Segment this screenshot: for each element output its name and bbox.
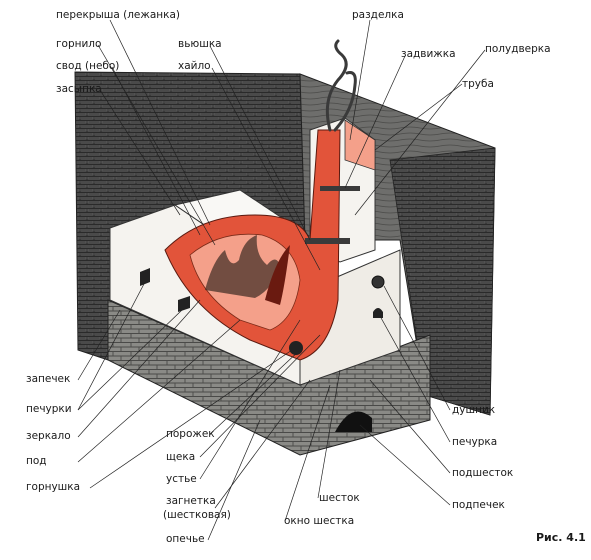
label-okno-shestka: окно шестка bbox=[284, 515, 355, 527]
label-poludverka: полудверка bbox=[485, 43, 551, 55]
dushnik-hole bbox=[371, 275, 385, 289]
leader-line-perekrysha bbox=[109, 19, 211, 226]
leader-line-podpechek bbox=[359, 424, 451, 506]
label-khaylo: хайло bbox=[178, 60, 211, 72]
leader-line-gornushka bbox=[89, 349, 293, 489]
leader-line-zadvizhka bbox=[344, 55, 406, 189]
leader-line-gornilo bbox=[97, 44, 216, 246]
label-zasypka: засыпка bbox=[56, 83, 102, 95]
label-scheka: щека bbox=[166, 451, 196, 463]
figure-caption: Рис. 4.1 bbox=[536, 531, 586, 544]
smoke-curl bbox=[325, 39, 357, 132]
leader-line-pechurki bbox=[77, 281, 146, 411]
label-opechye: опечье bbox=[166, 533, 205, 545]
leader-line-ustye bbox=[199, 319, 301, 480]
leader-line-svod bbox=[111, 66, 201, 236]
label-truba: труба bbox=[462, 78, 494, 90]
leader-line-zasypka bbox=[99, 89, 181, 216]
label-pod: под bbox=[26, 455, 47, 467]
leader-line-pechurki2 bbox=[77, 309, 183, 411]
label-razdelka: разделка bbox=[352, 9, 404, 21]
razdelka-block bbox=[344, 119, 376, 171]
label-gornilo: горнило bbox=[56, 38, 102, 50]
leader-line-scheka bbox=[199, 334, 321, 458]
back-wall-right-bricks bbox=[389, 147, 496, 416]
vyushka-bar bbox=[305, 238, 350, 244]
podpechek-arch bbox=[335, 411, 372, 432]
label-zapechek: запечек bbox=[26, 373, 71, 385]
leader-line-zerkalo bbox=[77, 299, 201, 438]
label-zagnetka-2: (шестковая) bbox=[163, 509, 231, 521]
leader-line-podshestok bbox=[369, 379, 451, 474]
leader-line-opechye bbox=[207, 419, 261, 541]
label-perekrysha: перекрыша (лежанка) bbox=[56, 9, 181, 21]
leader-line-dushnik bbox=[383, 285, 451, 411]
label-pechurka: печурка bbox=[452, 436, 498, 448]
pechurki-hole-1 bbox=[140, 268, 150, 286]
label-ustye: устье bbox=[166, 473, 197, 485]
leader-line-razdelka bbox=[349, 19, 371, 141]
leader-line-zapechek bbox=[77, 309, 121, 381]
label-svod: свод (небо) bbox=[56, 60, 120, 72]
leader-line-okno bbox=[284, 384, 331, 522]
firebox-flames bbox=[205, 235, 279, 298]
leader-line-truba bbox=[374, 83, 463, 151]
label-vyushka: вьюшка bbox=[178, 38, 222, 50]
leader-line-pechurka bbox=[379, 315, 451, 443]
label-podshestok: подшесток bbox=[452, 467, 514, 479]
label-zadvizhka: задвижка bbox=[401, 48, 456, 60]
label-zerkalo: зеркало bbox=[26, 430, 71, 442]
pechurka-hole bbox=[373, 308, 383, 318]
firebox-dark bbox=[265, 245, 290, 305]
leader-line-poludverka bbox=[354, 49, 486, 216]
leader-lines bbox=[77, 19, 486, 541]
leader-line-shestok bbox=[317, 369, 341, 499]
label-shestok: шесток bbox=[319, 492, 360, 504]
label-gornushka: горнушка bbox=[26, 481, 81, 493]
leader-line-vyushka bbox=[209, 45, 311, 241]
leader-line-khaylo bbox=[211, 67, 321, 271]
zadvizhka-bar bbox=[320, 186, 360, 191]
pechurki-hole-2 bbox=[178, 296, 190, 312]
label-zagnetka-1: загнетка bbox=[166, 495, 216, 507]
label-porozhek: порожек bbox=[166, 428, 215, 440]
label-dushnik: душник bbox=[452, 404, 496, 416]
gornushka-hole bbox=[289, 341, 303, 355]
label-pechurki: печурки bbox=[26, 403, 72, 415]
label-podpechek: подпечек bbox=[452, 499, 505, 511]
leader-line-pod bbox=[77, 319, 241, 463]
